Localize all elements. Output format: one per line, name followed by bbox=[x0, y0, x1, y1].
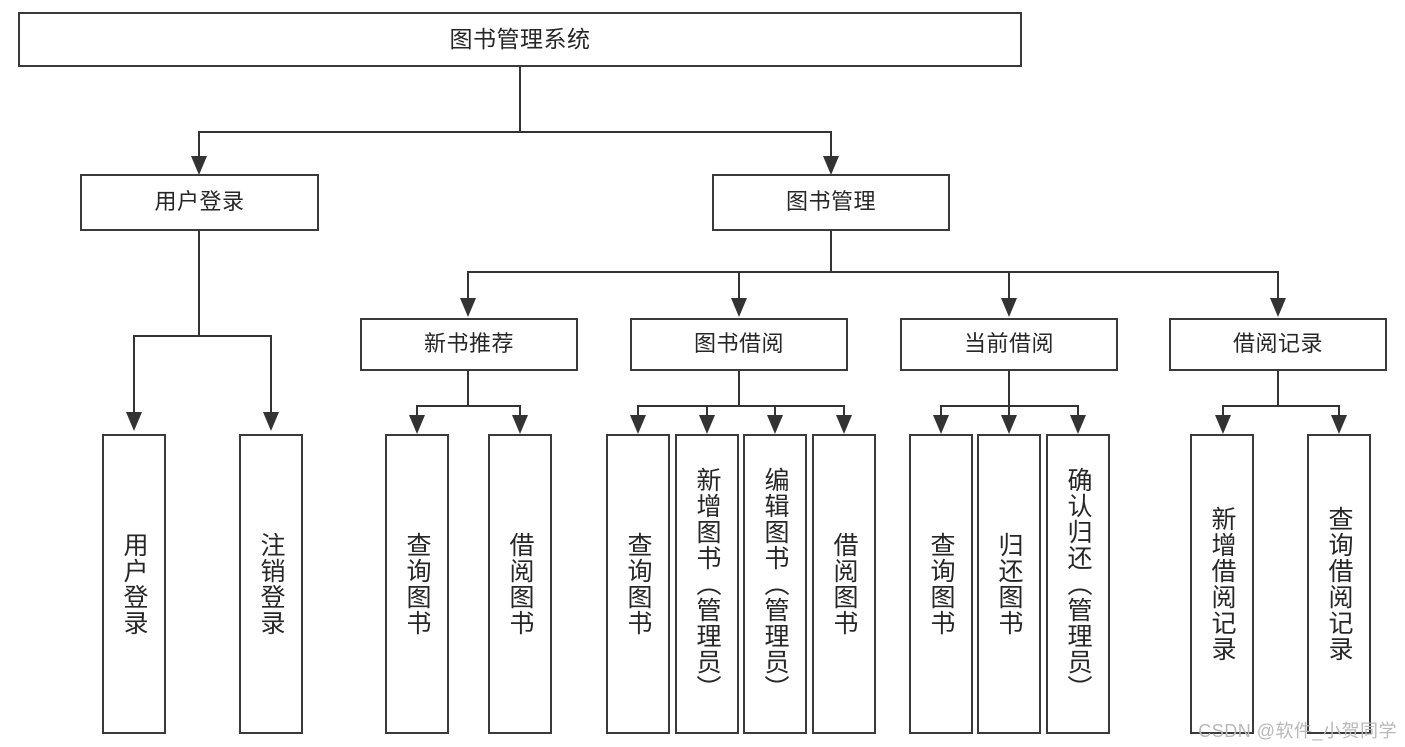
connector-new-book-leaf-2 bbox=[519, 405, 521, 417]
connector-borrow-record-stem bbox=[1277, 371, 1279, 407]
node-book-management[interactable]: 图书管理 bbox=[712, 174, 950, 231]
connector-new-book-stem bbox=[467, 371, 469, 407]
arrow-current-borrow-leaf-1-icon bbox=[933, 415, 949, 434]
arrow-root-to-book-management-icon bbox=[823, 156, 839, 175]
leaf-edit-book-admin[interactable]: 编辑图书（管理员） bbox=[743, 434, 807, 734]
leaf-query-borrow-record[interactable]: 查询借阅记录 bbox=[1307, 434, 1371, 734]
leaf-query-book-recommend[interactable]: 查询图书 bbox=[385, 434, 449, 734]
connector-root-bus bbox=[198, 131, 832, 133]
connector-user-login-stem bbox=[198, 231, 200, 336]
connector-book-borrow-stem bbox=[738, 371, 740, 407]
watermark-text: CSDN @软件_小贺同学 bbox=[1198, 721, 1397, 741]
connector-book-borrow-bus bbox=[637, 405, 844, 407]
node-book-borrow[interactable]: 图书借阅 bbox=[630, 318, 848, 371]
leaf-borrow-book[interactable]: 借阅图书 bbox=[812, 434, 876, 734]
leaf-return-book[interactable]: 归还图书 bbox=[977, 434, 1041, 734]
connector-user-login-bus bbox=[133, 335, 272, 337]
leaf-borrow-book-recommend[interactable]: 借阅图书 bbox=[488, 434, 552, 734]
arrow-bm-to-borrow-record-icon bbox=[1270, 298, 1286, 317]
leaf-query-book-borrow[interactable]: 查询图书 bbox=[606, 434, 670, 734]
arrow-book-borrow-leaf-3-icon bbox=[767, 415, 783, 434]
arrow-root-to-user-login-icon bbox=[191, 156, 207, 175]
node-borrow-record[interactable]: 借阅记录 bbox=[1169, 318, 1387, 371]
arrow-user-login-leaf-1-icon bbox=[126, 412, 142, 431]
node-root-book-management-system[interactable]: 图书管理系统 bbox=[18, 12, 1022, 67]
connector-root-stem bbox=[519, 67, 521, 132]
connector-borrow-record-leaf-1 bbox=[1222, 405, 1224, 417]
arrow-new-book-leaf-1-icon bbox=[409, 415, 425, 434]
leaf-add-book-admin[interactable]: 新增图书（管理员） bbox=[675, 434, 739, 734]
connector-book-borrow-leaf-2 bbox=[706, 405, 708, 417]
arrow-bm-to-current-borrow-icon bbox=[1001, 298, 1017, 317]
connector-bm-to-current-borrow bbox=[1008, 271, 1010, 300]
arrow-user-login-leaf-2-icon bbox=[263, 412, 279, 431]
arrow-current-borrow-leaf-3-icon bbox=[1070, 415, 1086, 434]
arrow-bm-to-book-borrow-icon bbox=[731, 298, 747, 317]
connector-current-borrow-leaf-2 bbox=[1008, 405, 1010, 417]
connector-borrow-record-leaf-2 bbox=[1338, 405, 1340, 417]
connector-book-borrow-leaf-4 bbox=[843, 405, 845, 417]
connector-root-to-user-login bbox=[198, 131, 200, 158]
connector-bm-to-new-book bbox=[467, 271, 469, 300]
arrow-current-borrow-leaf-2-icon bbox=[1001, 415, 1017, 434]
connector-book-borrow-leaf-3 bbox=[774, 405, 776, 417]
connector-book-borrow-leaf-1 bbox=[637, 405, 639, 417]
arrow-book-borrow-leaf-4-icon bbox=[836, 415, 852, 434]
connector-bm-to-borrow-record bbox=[1277, 271, 1279, 300]
connector-user-login-to-leaf-2 bbox=[270, 335, 272, 414]
connector-new-book-bus bbox=[416, 405, 521, 407]
connector-user-login-to-leaf-1 bbox=[133, 335, 135, 414]
leaf-confirm-return-admin[interactable]: 确认归还（管理员） bbox=[1046, 434, 1110, 734]
connector-current-borrow-leaf-1 bbox=[940, 405, 942, 417]
node-current-borrow[interactable]: 当前借阅 bbox=[900, 318, 1118, 371]
arrow-new-book-leaf-2-icon bbox=[512, 415, 528, 434]
connector-new-book-leaf-1 bbox=[416, 405, 418, 417]
leaf-add-borrow-record[interactable]: 新增借阅记录 bbox=[1190, 434, 1254, 734]
connector-current-borrow-stem bbox=[1008, 371, 1010, 407]
connector-bm-to-book-borrow bbox=[738, 271, 740, 300]
leaf-logout[interactable]: 注销登录 bbox=[239, 434, 303, 734]
connector-borrow-record-bus bbox=[1222, 405, 1339, 407]
connector-book-management-stem bbox=[830, 231, 832, 273]
node-user-login[interactable]: 用户登录 bbox=[80, 174, 319, 231]
connector-book-management-bus bbox=[467, 271, 1277, 273]
arrow-book-borrow-leaf-1-icon bbox=[630, 415, 646, 434]
arrow-borrow-record-leaf-1-icon bbox=[1215, 415, 1231, 434]
node-new-book-recommend[interactable]: 新书推荐 bbox=[360, 318, 578, 371]
arrow-borrow-record-leaf-2-icon bbox=[1331, 415, 1347, 434]
connector-root-to-book-management bbox=[830, 131, 832, 158]
arrow-book-borrow-leaf-2-icon bbox=[699, 415, 715, 434]
connector-current-borrow-leaf-3 bbox=[1077, 405, 1079, 417]
leaf-user-login[interactable]: 用户登录 bbox=[102, 434, 166, 734]
arrow-bm-to-new-book-icon bbox=[460, 298, 476, 317]
leaf-query-book-current[interactable]: 查询图书 bbox=[909, 434, 973, 734]
